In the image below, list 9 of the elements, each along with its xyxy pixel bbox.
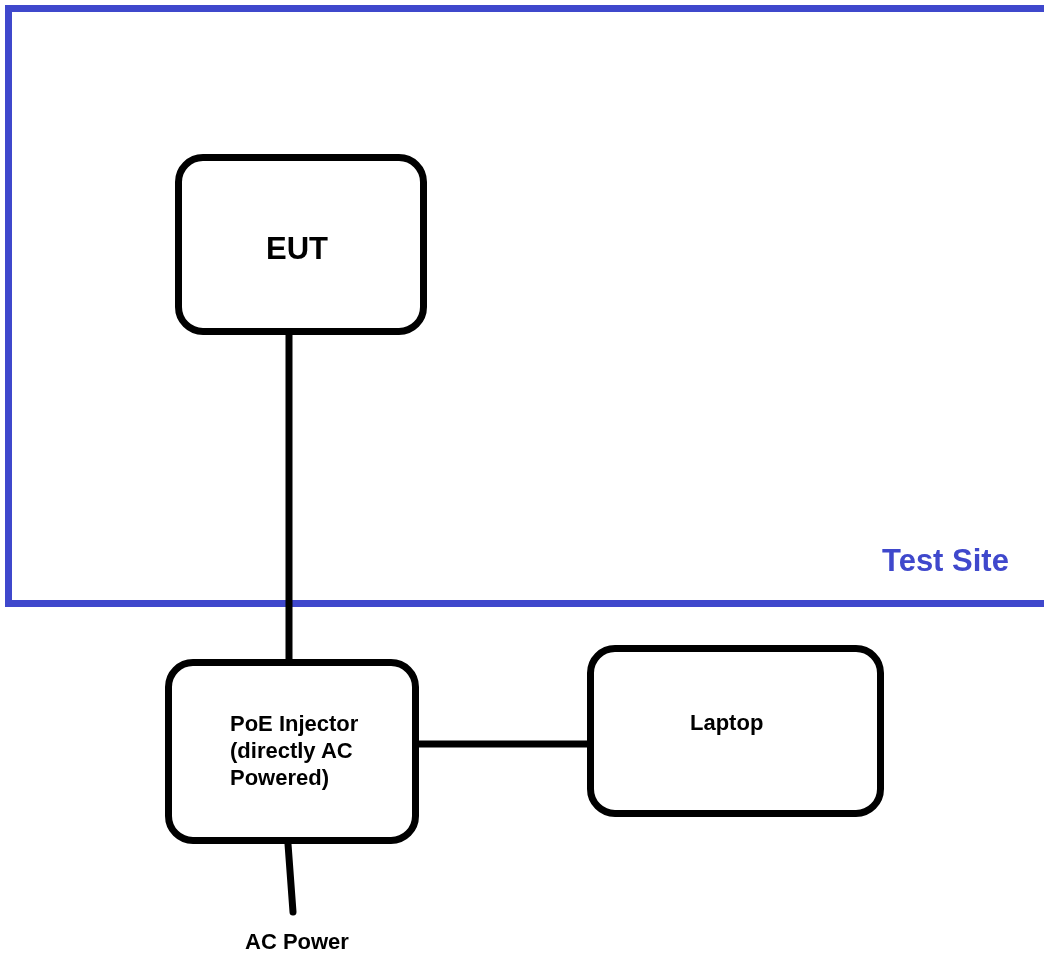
device-box [175, 154, 427, 335]
site-boundary-frame [5, 5, 1044, 607]
device-box [165, 659, 419, 844]
device-label: PoE Injector (directly AC Powered) [230, 710, 360, 791]
device-label: EUT [266, 231, 328, 267]
device-box [587, 645, 884, 817]
device-label: Laptop [690, 709, 764, 736]
text-label: AC Power [245, 928, 349, 955]
frame-heading: Test Site [882, 543, 1009, 579]
